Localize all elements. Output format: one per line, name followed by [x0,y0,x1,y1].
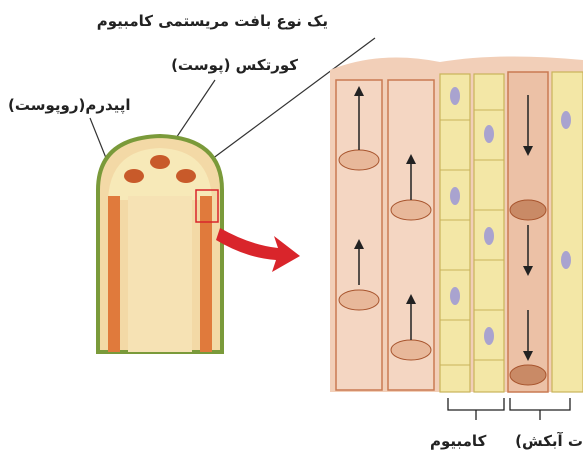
phloem-bracket [510,398,570,410]
zoom-arrow [216,228,300,272]
label-epidermis: اپیدرم(روپوست) [8,96,131,114]
stem-schematic [98,136,222,352]
tissue-closeup [330,56,583,392]
label-cambium: کامبیوم [430,432,486,450]
label-cambium-tissue: یک نوع بافت مریستمی کامبیوم [97,12,328,30]
label-cortex: کورتکس (پوست) [171,56,298,74]
cambium-bracket [448,398,504,410]
label-phloem: ت آبکش) [505,432,583,450]
